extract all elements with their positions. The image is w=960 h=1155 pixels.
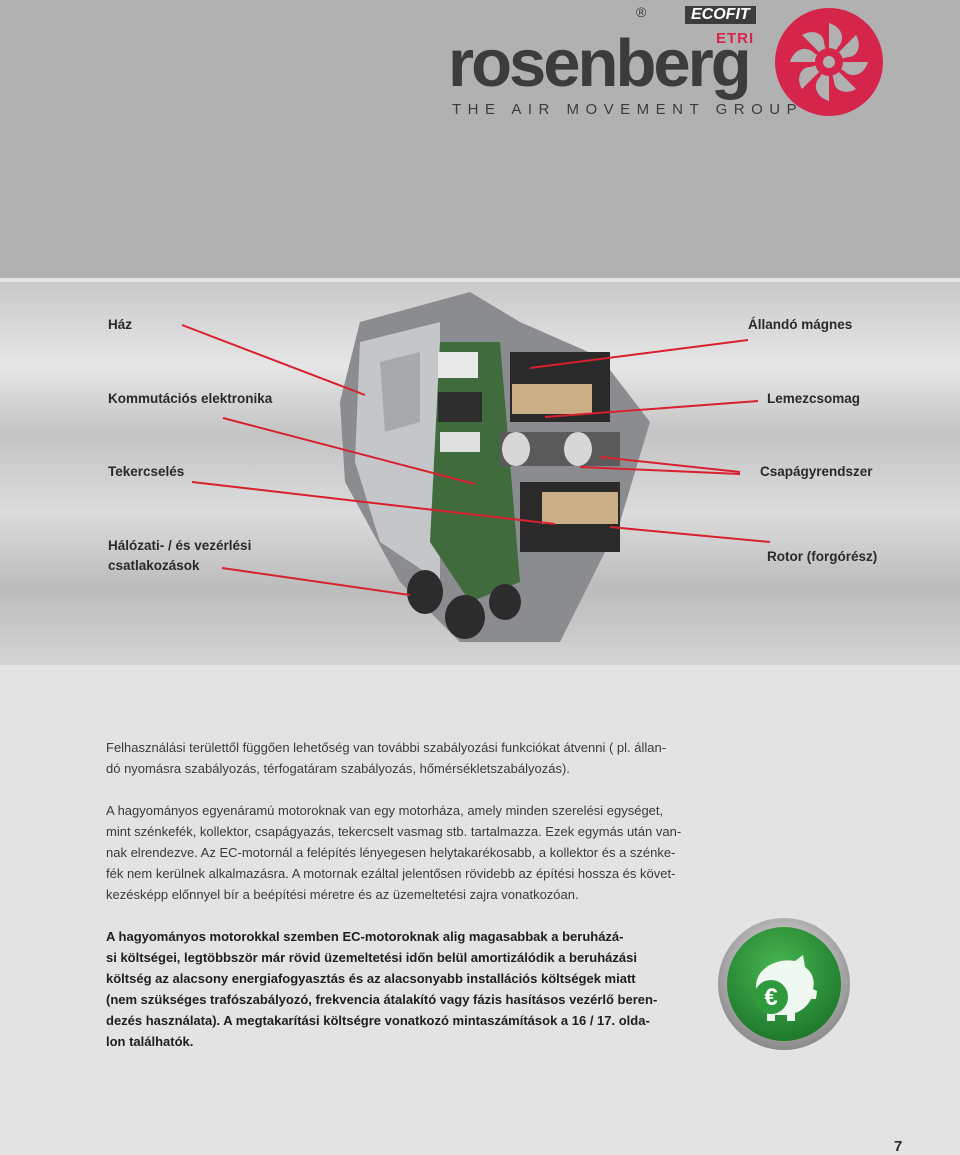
paragraph-line: mint szénkefék, kollektor, csapágyazás, … [106, 824, 682, 839]
etri-logo: ETRI [716, 30, 755, 47]
paragraph-line: fék nem kerülnek alkalmazásra. A motorna… [106, 866, 676, 881]
label-halozati-line2: csatlakozások [108, 558, 200, 573]
page-number: 7 [894, 1138, 903, 1155]
rosenberg-wordmark: rosenberg [448, 26, 752, 101]
registered-mark: ® [636, 4, 647, 20]
paragraph-line: költség az alacsony energiafogyasztás és… [106, 971, 636, 986]
ecofit-logo: ECOFIT [685, 6, 756, 24]
paragraph-1: Felhasználási területtől függően lehetős… [106, 737, 702, 779]
piggy-bank-euro-icon: € [718, 918, 850, 1050]
paragraph-line: dezés használata). A megtakarítási költs… [106, 1013, 650, 1028]
paragraph-line: dó nyomásra szabályozás, térfogatáram sz… [106, 761, 570, 776]
paragraph-line: A hagyományos egyenáramú motoroknak van … [106, 803, 664, 818]
paragraph-line: kezésképp előnnyel bír a beépítési méret… [106, 887, 579, 902]
logo-tagline: THE AIR MOVEMENT GROUP [452, 101, 804, 118]
label-csapagyrendszer: Csapágyrendszer [760, 464, 873, 479]
label-halozati-line1: Hálózati- / és vezérlési [108, 538, 252, 553]
label-rotor: Rotor (forgórész) [767, 549, 878, 564]
paragraph-3-bold: A hagyományos motorokkal szemben EC-moto… [106, 926, 702, 1052]
paragraph-line: lon találhatók. [106, 1034, 194, 1049]
paragraph-line: A hagyományos motorokkal szemben EC-moto… [106, 929, 624, 944]
label-allando-magnes: Állandó mágnes [748, 317, 853, 332]
paragraph-line: si költségei, legtöbbször már rövid üzem… [106, 950, 637, 965]
label-tekercseles: Tekercselés [108, 464, 185, 479]
label-haz: Ház [108, 317, 133, 332]
paragraph-line: Felhasználási területtől függően lehetős… [106, 740, 667, 755]
paragraph-line: nak elrendezve. Az EC-motornál a felépít… [106, 845, 676, 860]
label-lemezcsomag: Lemezcsomag [767, 391, 861, 406]
label-kommutacios-elektronika: Kommutációs elektronika [108, 391, 273, 406]
euro-symbol: € [764, 984, 777, 1011]
rosenberg-fan-logo-icon [775, 8, 883, 116]
ec-motor-cutaway [181, 292, 771, 642]
paragraph-2: A hagyományos egyenáramú motoroknak van … [106, 800, 702, 905]
paragraph-line: (nem szükséges trafószabályozó, frekvenc… [106, 992, 658, 1007]
